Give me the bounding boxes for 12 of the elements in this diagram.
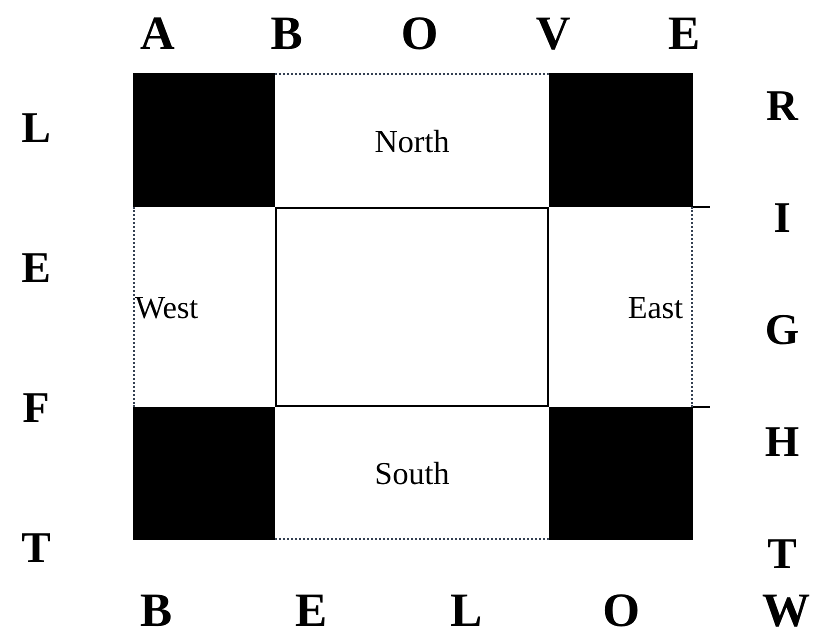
region-label: West	[135, 288, 198, 327]
region-label: South	[374, 454, 450, 492]
right-lettering: R I G H T	[764, 80, 800, 580]
region-label: North	[374, 122, 450, 161]
left-lettering: L E F T	[20, 102, 52, 574]
filled-square	[133, 73, 275, 207]
region-label: East	[628, 288, 683, 327]
filled-square	[549, 73, 693, 207]
top-lettering: A B O V E	[140, 6, 700, 62]
filled-square	[133, 407, 275, 540]
filled-square	[549, 407, 693, 540]
bottom-lettering: B E L O W	[140, 583, 810, 639]
